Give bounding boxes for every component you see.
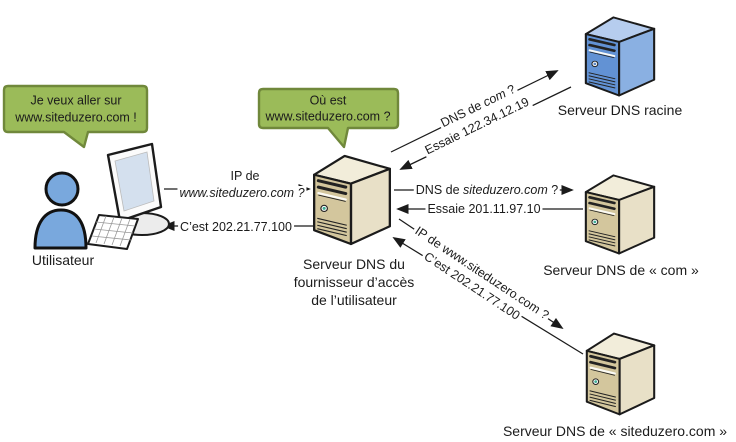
msg-ask-com-prefix: DNS de [415, 183, 464, 197]
provider-dns-label: Serveur DNS du fournisseur d’accès de l’… [294, 255, 415, 309]
msg-ask-com: DNS de siteduzero.com ? [413, 183, 561, 197]
msg-ask-com-domain: siteduzero.com [463, 183, 548, 197]
provider-dns-label-line2: fournisseur d’accès [293, 274, 415, 290]
provider-dns-server-icon [312, 154, 392, 246]
user-bubble-line2: www.siteduzero.com ! [15, 110, 137, 125]
dns-bubble-line1: Où est [309, 93, 347, 108]
root-dns-server-icon [584, 15, 656, 97]
user-icon [33, 171, 88, 250]
user-label: Utilisateur [31, 252, 95, 268]
user-speech-bubble [2, 84, 149, 149]
provider-dns-label-line1: Serveur DNS du [303, 256, 405, 272]
root-dns-label: Serveur DNS racine [557, 102, 683, 118]
keyboard-icon [87, 214, 139, 250]
com-dns-label: Serveur DNS de « com » [543, 262, 699, 278]
msg-ask-provider-line1: IP de [230, 169, 260, 183]
user-bubble-line1: Je veux aller sur [30, 93, 122, 108]
msg-ask-com-suffix: ? [547, 183, 559, 197]
msg-ask-provider-line2: www.siteduzero.com ? [177, 186, 307, 200]
site-dns-label: Serveur DNS de « siteduzero.com » [502, 423, 728, 439]
dns-speech-bubble [257, 87, 400, 149]
site-dns-server-icon [585, 332, 656, 416]
com-dns-server-icon [584, 173, 656, 255]
msg-reply-com: Essaie 201.11.97.10 [425, 202, 543, 216]
msg-reply-provider: C’est 202.21.77.100 [178, 220, 294, 234]
dns-bubble-line2: www.siteduzero.com ? [265, 109, 391, 124]
provider-dns-label-line3: de l’utilisateur [311, 292, 397, 308]
